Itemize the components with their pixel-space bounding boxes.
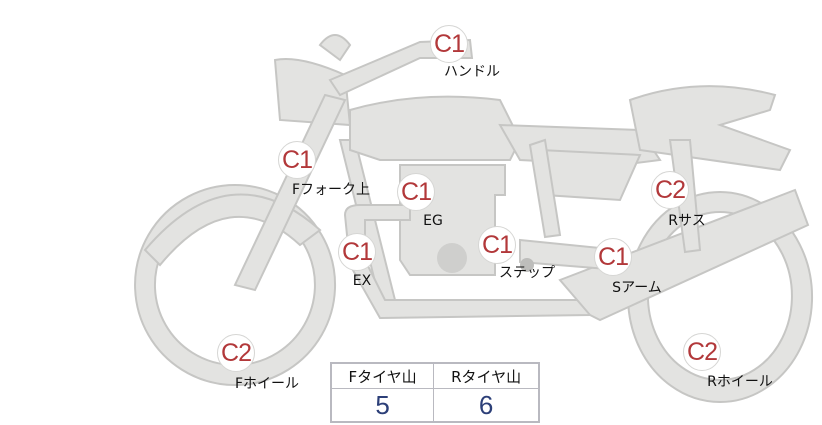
badge-rear-wheel[interactable]: C2 (683, 333, 721, 371)
step-dot (520, 258, 534, 272)
value-front-tire: 5 (330, 388, 435, 423)
badge-handle[interactable]: C1 (430, 25, 468, 63)
value-rear-tire: 6 (433, 388, 540, 423)
tire-tread-table: Fタイヤ山 Rタイヤ山 5 6 (330, 362, 540, 423)
tank (349, 95, 522, 161)
mirror (318, 34, 352, 62)
badge-exhaust[interactable]: C1 (338, 233, 376, 271)
label-exhaust: EX (352, 273, 372, 289)
label-handle: ハンドル (444, 64, 500, 80)
label-step: ステップ (499, 265, 555, 281)
badge-front-fork-top[interactable]: C1 (278, 141, 316, 179)
engine-case-dot (437, 243, 467, 273)
label-front-fork-top: Fフォーク上 (291, 182, 371, 198)
side-cover (538, 148, 642, 202)
tail (628, 85, 792, 172)
badge-engine[interactable]: C1 (397, 173, 435, 211)
label-rear-suspension: Rサス (668, 213, 706, 229)
badge-step[interactable]: C1 (478, 226, 516, 264)
header-front-tire: Fタイヤ山 (330, 362, 435, 389)
badge-swing-arm[interactable]: C1 (594, 238, 632, 276)
label-front-wheel: Fホイール (234, 376, 300, 392)
label-rear-wheel: Rホイール (707, 374, 773, 390)
label-engine: EG (423, 213, 443, 229)
badge-rear-suspension[interactable]: C2 (651, 171, 689, 209)
rear-frame (528, 138, 562, 239)
label-swing-arm: Sアーム (612, 280, 662, 296)
front-fork (233, 93, 347, 292)
exhaust-muffler (558, 188, 810, 322)
badge-front-wheel[interactable]: C2 (217, 334, 255, 372)
header-rear-tire: Rタイヤ山 (433, 362, 540, 389)
